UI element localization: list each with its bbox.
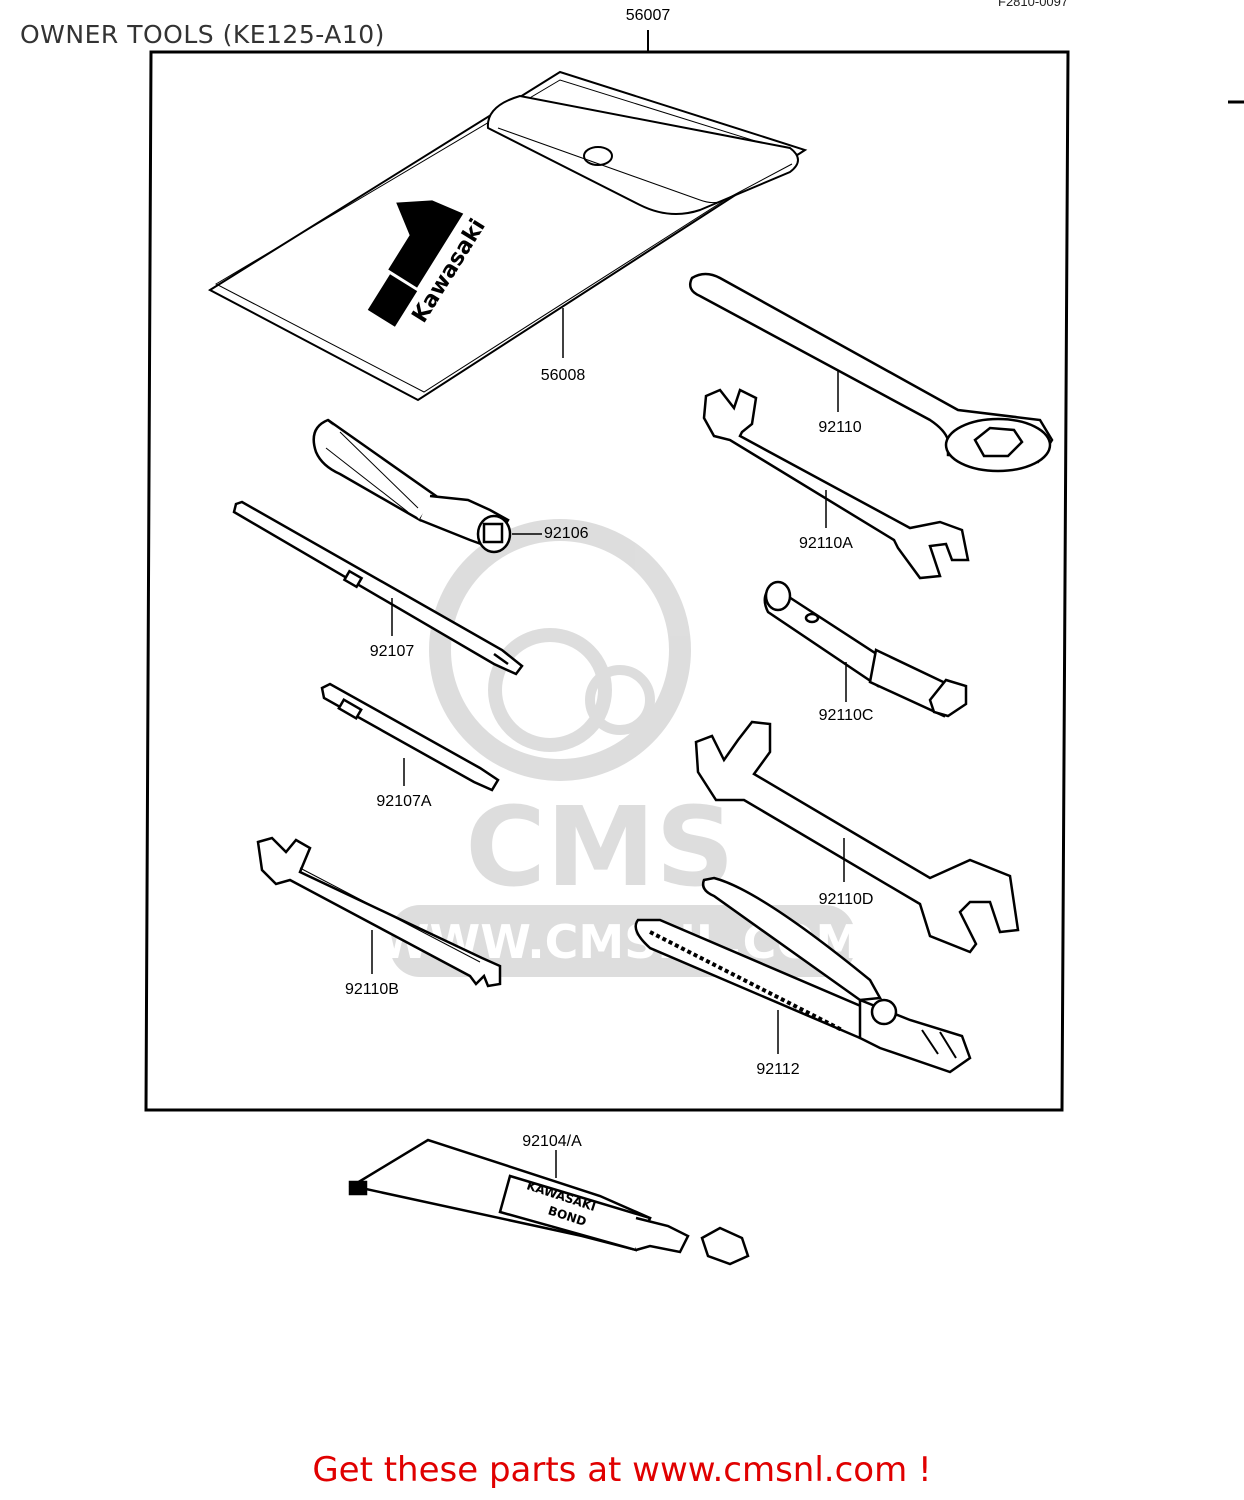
screwdriver-handle [312, 418, 512, 554]
label-92107A: 92107A [376, 793, 431, 810]
label-56008: 56008 [541, 367, 586, 384]
open-end-wrench-a [702, 388, 970, 580]
label-92112: 92112 [756, 1061, 799, 1078]
bond-tube: KAWASAKI BOND [348, 1138, 750, 1266]
page-title: OWNER TOOLS (KE125-A10) [20, 20, 385, 49]
footer-link[interactable]: Get these parts at www.cmsnl.com ! [312, 1450, 932, 1490]
parts-diagram: CMS WWW.CMSNL.COM 56007 Kawasaki 56008 9… [144, 7, 1244, 1266]
label-92106: 92106 [544, 525, 589, 542]
label-92110: 92110 [818, 419, 861, 436]
label-92110D: 92110D [819, 891, 874, 908]
label-92110B: 92110B [345, 981, 399, 998]
open-end-wrench-d [694, 720, 1020, 954]
spark-plug-spanner [763, 580, 968, 718]
diagram-code: F2810-0097 [998, 0, 1069, 9]
kit-frame [144, 50, 1070, 1112]
screwdriver-bit [320, 682, 500, 792]
label-92107: 92107 [370, 643, 415, 660]
spoke-wrench [256, 836, 502, 988]
label-56007: 56007 [626, 7, 671, 24]
watermark-brand: CMS [465, 783, 734, 911]
label-92110C: 92110C [819, 707, 874, 724]
pliers [634, 876, 972, 1074]
tool-pouch: Kawasaki [207, 70, 808, 402]
label-92110A: 92110A [799, 535, 853, 552]
box-end-wrench [689, 272, 1054, 473]
screwdriver-shaft [232, 500, 524, 676]
label-92104A: 92104/A [522, 1133, 582, 1150]
